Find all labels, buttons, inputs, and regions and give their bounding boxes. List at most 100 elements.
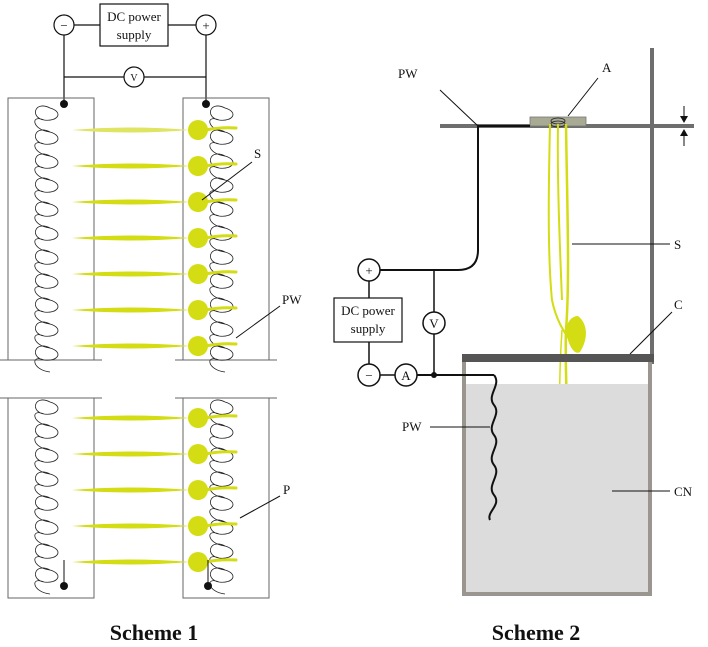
label-s-scheme1: S: [254, 146, 261, 161]
container-liquid: [466, 384, 648, 594]
coil-loop-right-upper: [209, 201, 234, 229]
coil-loop-right-lower: [209, 567, 234, 595]
sperm-flagellum-end: [204, 558, 238, 564]
lower-right-chamber: [182, 397, 270, 599]
coil-loop-right-lower: [209, 399, 234, 427]
coil-loop-right-upper: [209, 273, 234, 301]
sperm-tail: [72, 451, 190, 457]
coil-loop-left-upper: [34, 273, 59, 301]
coil-loop-right-upper: [209, 321, 234, 349]
sperm-flagellum-end: [204, 414, 238, 420]
sperm-head: [188, 120, 208, 140]
plus-sign-2: +: [365, 263, 372, 278]
sperm-flagellum-end: [204, 450, 238, 456]
sperm-flagellum-end: [204, 162, 238, 168]
plus-sign-1: +: [202, 18, 209, 33]
coil-loop-right-lower: [209, 543, 234, 571]
voltmeter-1: [123, 66, 145, 88]
sperm-tail: [72, 307, 190, 313]
coil-loop-right-lower: [209, 423, 234, 451]
minus-sign-2: −: [365, 368, 372, 383]
coil-loop-left-upper: [34, 249, 59, 277]
coil-loop-left-upper: [34, 153, 59, 181]
sperm-head: [188, 336, 208, 356]
scheme-1: DC power supply − + V: [0, 3, 302, 645]
sperm-flagellum-end: [204, 486, 238, 492]
label-pw-bottom: PW: [402, 419, 422, 434]
sperm-tail: [72, 559, 190, 565]
coil-loop-right-upper: [209, 345, 234, 373]
wire-top: [380, 126, 479, 271]
sperm-head: [188, 228, 208, 248]
sperm-tail: [72, 235, 190, 241]
coil-loop-right-lower: [209, 447, 234, 475]
label-c: C: [674, 297, 683, 312]
sperm-tail: [72, 199, 190, 205]
power-supply-label-line2: supply: [117, 27, 152, 42]
voltmeter-label-2: V: [429, 316, 439, 331]
sperm-head: [188, 516, 208, 536]
spermatozoa-strand: [547, 123, 571, 341]
sperm-head: [188, 264, 208, 284]
scheme-2: + DC power supply − A V PW A S C PW CN S…: [333, 48, 694, 645]
coil-loop-left-lower: [34, 519, 59, 547]
sperm-head: [188, 300, 208, 320]
upper-left-chamber: [7, 97, 95, 361]
coil-loop-left-lower: [34, 567, 59, 595]
sperm-tail: [72, 415, 190, 421]
voltmeter-label-1: V: [130, 73, 138, 84]
spermatozoa-scheme-1: [72, 120, 238, 572]
sperm-tail: [72, 487, 190, 493]
power-supply2-label-line2: supply: [351, 321, 386, 336]
coil-loop-right-upper: [209, 225, 234, 253]
coil-loop-left-lower: [34, 423, 59, 451]
coil-loop-right-upper: [209, 177, 234, 205]
coil-loop-left-lower: [34, 399, 59, 427]
sperm-head: [188, 192, 208, 212]
sperm-tail: [72, 523, 190, 529]
label-pw-scheme1: PW: [282, 292, 302, 307]
coil-loop-right-upper: [209, 105, 234, 133]
sperm-head: [188, 480, 208, 500]
power-supply-label-line1: DC power: [107, 9, 161, 24]
sperm-head: [188, 552, 208, 572]
sperm-head: [188, 444, 208, 464]
sperm-head: [188, 408, 208, 428]
coil-loop-left-upper: [34, 345, 59, 373]
coil-loop-right-upper: [209, 153, 234, 181]
coil-loop-right-upper: [209, 129, 234, 157]
minus-sign-1: −: [60, 18, 67, 33]
sperm-flagellum-end: [204, 126, 238, 132]
drop-at-cap: [566, 316, 586, 353]
sperm-tail: [72, 343, 190, 349]
coil-loop-right-lower: [209, 519, 234, 547]
sperm-tail: [72, 163, 190, 169]
dc-power-supply-box-2: [333, 297, 403, 343]
ammeter-label: A: [401, 368, 411, 383]
coil-loop-left-upper: [34, 129, 59, 157]
coil-loop-left-lower: [34, 447, 59, 475]
container-cap: [462, 354, 654, 362]
wavy-wire-electrode: [488, 374, 498, 521]
sperm-flagellum-end: [204, 522, 238, 528]
label-pw-top: PW: [398, 66, 418, 81]
coil-loop-left-upper: [34, 201, 59, 229]
label-cn: CN: [674, 484, 693, 499]
coil-loop-left-upper: [34, 297, 59, 325]
coil-loop-left-lower: [34, 495, 59, 523]
label-s-scheme2: S: [674, 237, 681, 252]
label-p-scheme1: P: [283, 482, 290, 497]
dc-power-supply-box-1: [99, 3, 169, 47]
sperm-flagellum-end: [204, 342, 238, 348]
sperm-tail: [72, 271, 190, 277]
coil-loop-right-upper: [209, 297, 234, 325]
coil-loop-left-lower: [34, 471, 59, 499]
coil-loop-left-upper: [34, 321, 59, 349]
sperm-flagellum-end: [204, 306, 238, 312]
coil-loop-left-upper: [34, 177, 59, 205]
coil-loop-left-lower: [34, 543, 59, 571]
coil-wires-scheme-1: [34, 105, 234, 595]
lower-left-chamber: [7, 397, 95, 599]
sperm-tail: [72, 127, 190, 133]
